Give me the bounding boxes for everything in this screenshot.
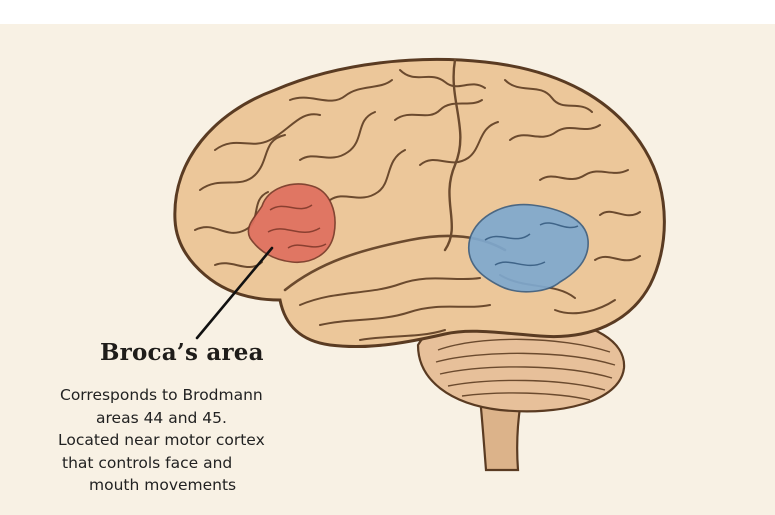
- label-line-5: mouth movements: [52, 474, 352, 497]
- label-title: Broca’s area: [100, 339, 370, 366]
- label-line-1: Corresponds to Brodmann: [52, 384, 352, 407]
- label-description: Corresponds to Brodmann areas 44 and 45.…: [52, 384, 352, 497]
- cerebrum: [175, 59, 665, 346]
- label-line-4: that controls face and: [52, 452, 352, 475]
- label-line-3: Located near motor cortex: [52, 429, 352, 452]
- label-line-2: areas 44 and 45.: [52, 407, 352, 430]
